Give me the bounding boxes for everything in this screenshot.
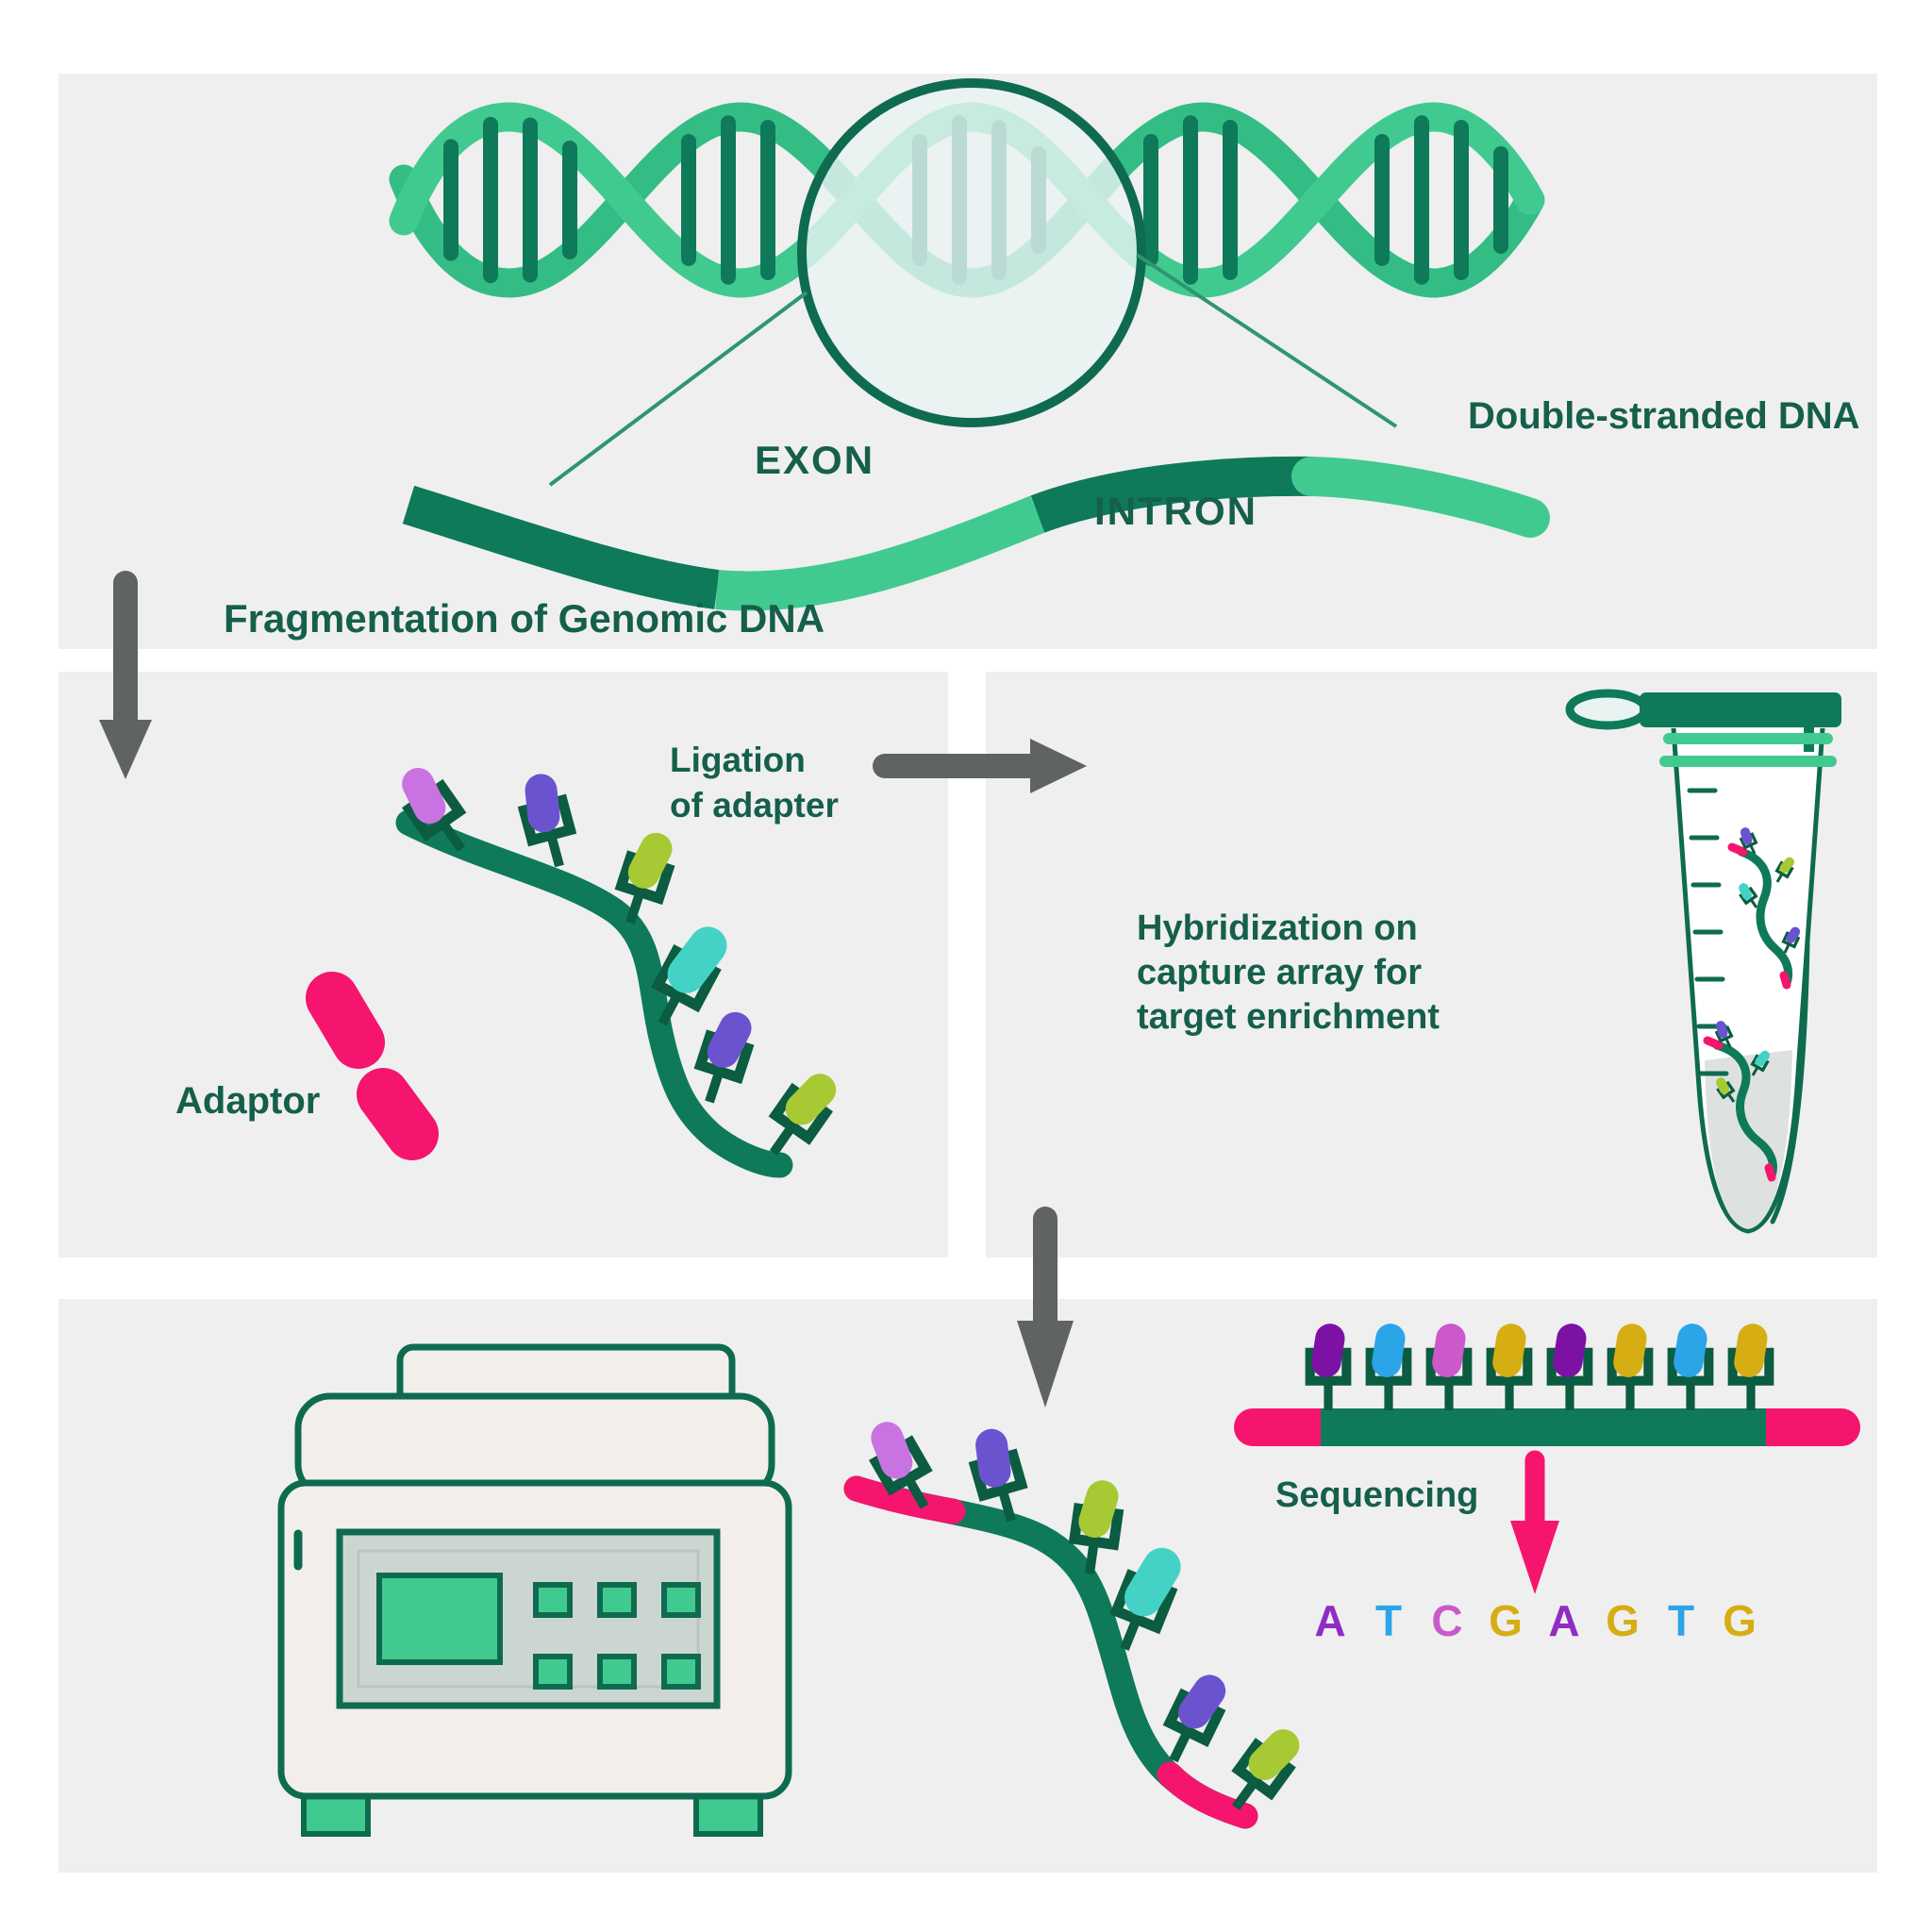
base-letter: G (1606, 1596, 1640, 1645)
capture-probe (1305, 1324, 1352, 1410)
intron-label: INTRON (1094, 489, 1257, 533)
base-letter: A (1548, 1596, 1579, 1645)
thermocycler-control-panel (336, 1528, 721, 1709)
thermocycler-button (533, 1654, 573, 1690)
capture-probe (1607, 1324, 1654, 1410)
magnifier-circle (802, 83, 1141, 423)
thermocycler-button (661, 1582, 701, 1618)
intron-segment (402, 485, 720, 609)
adaptor-label: Adaptor (175, 1080, 320, 1122)
hybridization-label-line3: target enrichment (1137, 997, 1440, 1037)
tube-collar (1659, 756, 1837, 767)
exon-label: EXON (755, 438, 874, 482)
exon-segment (1291, 457, 1550, 538)
down-arrow-icon (99, 571, 152, 779)
intron-segment (1030, 456, 1312, 533)
capture-probe (401, 767, 467, 852)
capture-probe (1486, 1324, 1533, 1410)
exon-segment (715, 495, 1045, 611)
base-letter: A (1314, 1596, 1345, 1645)
base-letter: G (1723, 1596, 1757, 1645)
base-letter: T (1668, 1596, 1694, 1645)
adaptor-capsule (357, 1068, 439, 1160)
base-letter: C (1431, 1596, 1462, 1645)
thermocycler-button (597, 1654, 637, 1690)
capture-probe (1068, 1480, 1124, 1574)
adaptor-capsule (306, 972, 385, 1069)
fragmentation-label: Fragmentation of Genomic DNA (224, 596, 824, 641)
tube-dna-fragment (1727, 842, 1793, 990)
capture-probe (968, 1428, 1028, 1523)
thermocycler (277, 1343, 792, 1837)
adaptor-pair (306, 972, 439, 1160)
adapter-end (1157, 1761, 1258, 1829)
double-stranded-dna-label: Double-stranded DNA (1468, 395, 1860, 437)
capture-probe (1781, 926, 1801, 954)
tube-cap (1640, 692, 1841, 727)
capture-probe (1774, 857, 1795, 883)
sequencing-label: Sequencing (1275, 1475, 1478, 1515)
capture-probe (1667, 1324, 1714, 1410)
hybridization-label-line2: capture array for (1137, 953, 1422, 992)
capture-probe (1109, 1547, 1181, 1651)
capture-probe (517, 774, 577, 868)
thermocycler-panel-inner (357, 1549, 700, 1689)
capture-probe (1162, 1674, 1226, 1763)
capture-probe (1750, 1050, 1771, 1076)
capture-probe (614, 832, 675, 924)
double-helix (389, 78, 1545, 487)
capture-probe (1739, 827, 1758, 855)
base-letter: G (1489, 1596, 1523, 1645)
sequencing-arrow-icon (1510, 1450, 1559, 1594)
leader-line-right (1135, 253, 1398, 428)
microcentrifuge-tube (1565, 689, 1841, 1234)
capture-probe (1546, 1324, 1593, 1410)
tube-cap-ring (1565, 689, 1650, 730)
adapter-end (843, 1475, 966, 1524)
hybridization-label-line1: Hybridization on (1137, 908, 1418, 948)
tube-highlight (1770, 941, 1810, 1224)
capture-probe (768, 1074, 837, 1156)
capture-probe (869, 1422, 933, 1509)
capture-probe (1425, 1324, 1473, 1410)
middle-left-panel (58, 672, 948, 1257)
capture-probe (1714, 1021, 1734, 1048)
capture-probe (651, 926, 727, 1026)
capture-probe (1365, 1324, 1412, 1410)
thermocycler-button (533, 1582, 573, 1618)
dna-fragment (395, 809, 793, 1178)
capture-probe (1231, 1729, 1300, 1810)
tube-collar (1663, 733, 1833, 744)
capture-probe (1716, 1077, 1736, 1103)
thermocycler-button (661, 1654, 701, 1690)
ligation-label-line2: of adapter (670, 786, 839, 824)
genomic-dna-bar (402, 456, 1550, 611)
thermocycler-screen (376, 1573, 503, 1665)
leader-line-left (548, 291, 808, 487)
magnifier-ring (797, 78, 1146, 427)
base-letter: T (1375, 1596, 1402, 1645)
down-arrow-icon (1017, 1207, 1074, 1407)
ligation-label-line1: Ligation (670, 741, 806, 779)
right-arrow-icon (873, 739, 1087, 793)
tube-dna-fragment (1703, 1036, 1777, 1182)
adapter-ligated-fragment (843, 1475, 1258, 1829)
capture-probe (1739, 883, 1758, 908)
capture-probe (693, 1011, 755, 1104)
capture-probe (1727, 1324, 1774, 1410)
thermocycler-button (597, 1582, 637, 1618)
